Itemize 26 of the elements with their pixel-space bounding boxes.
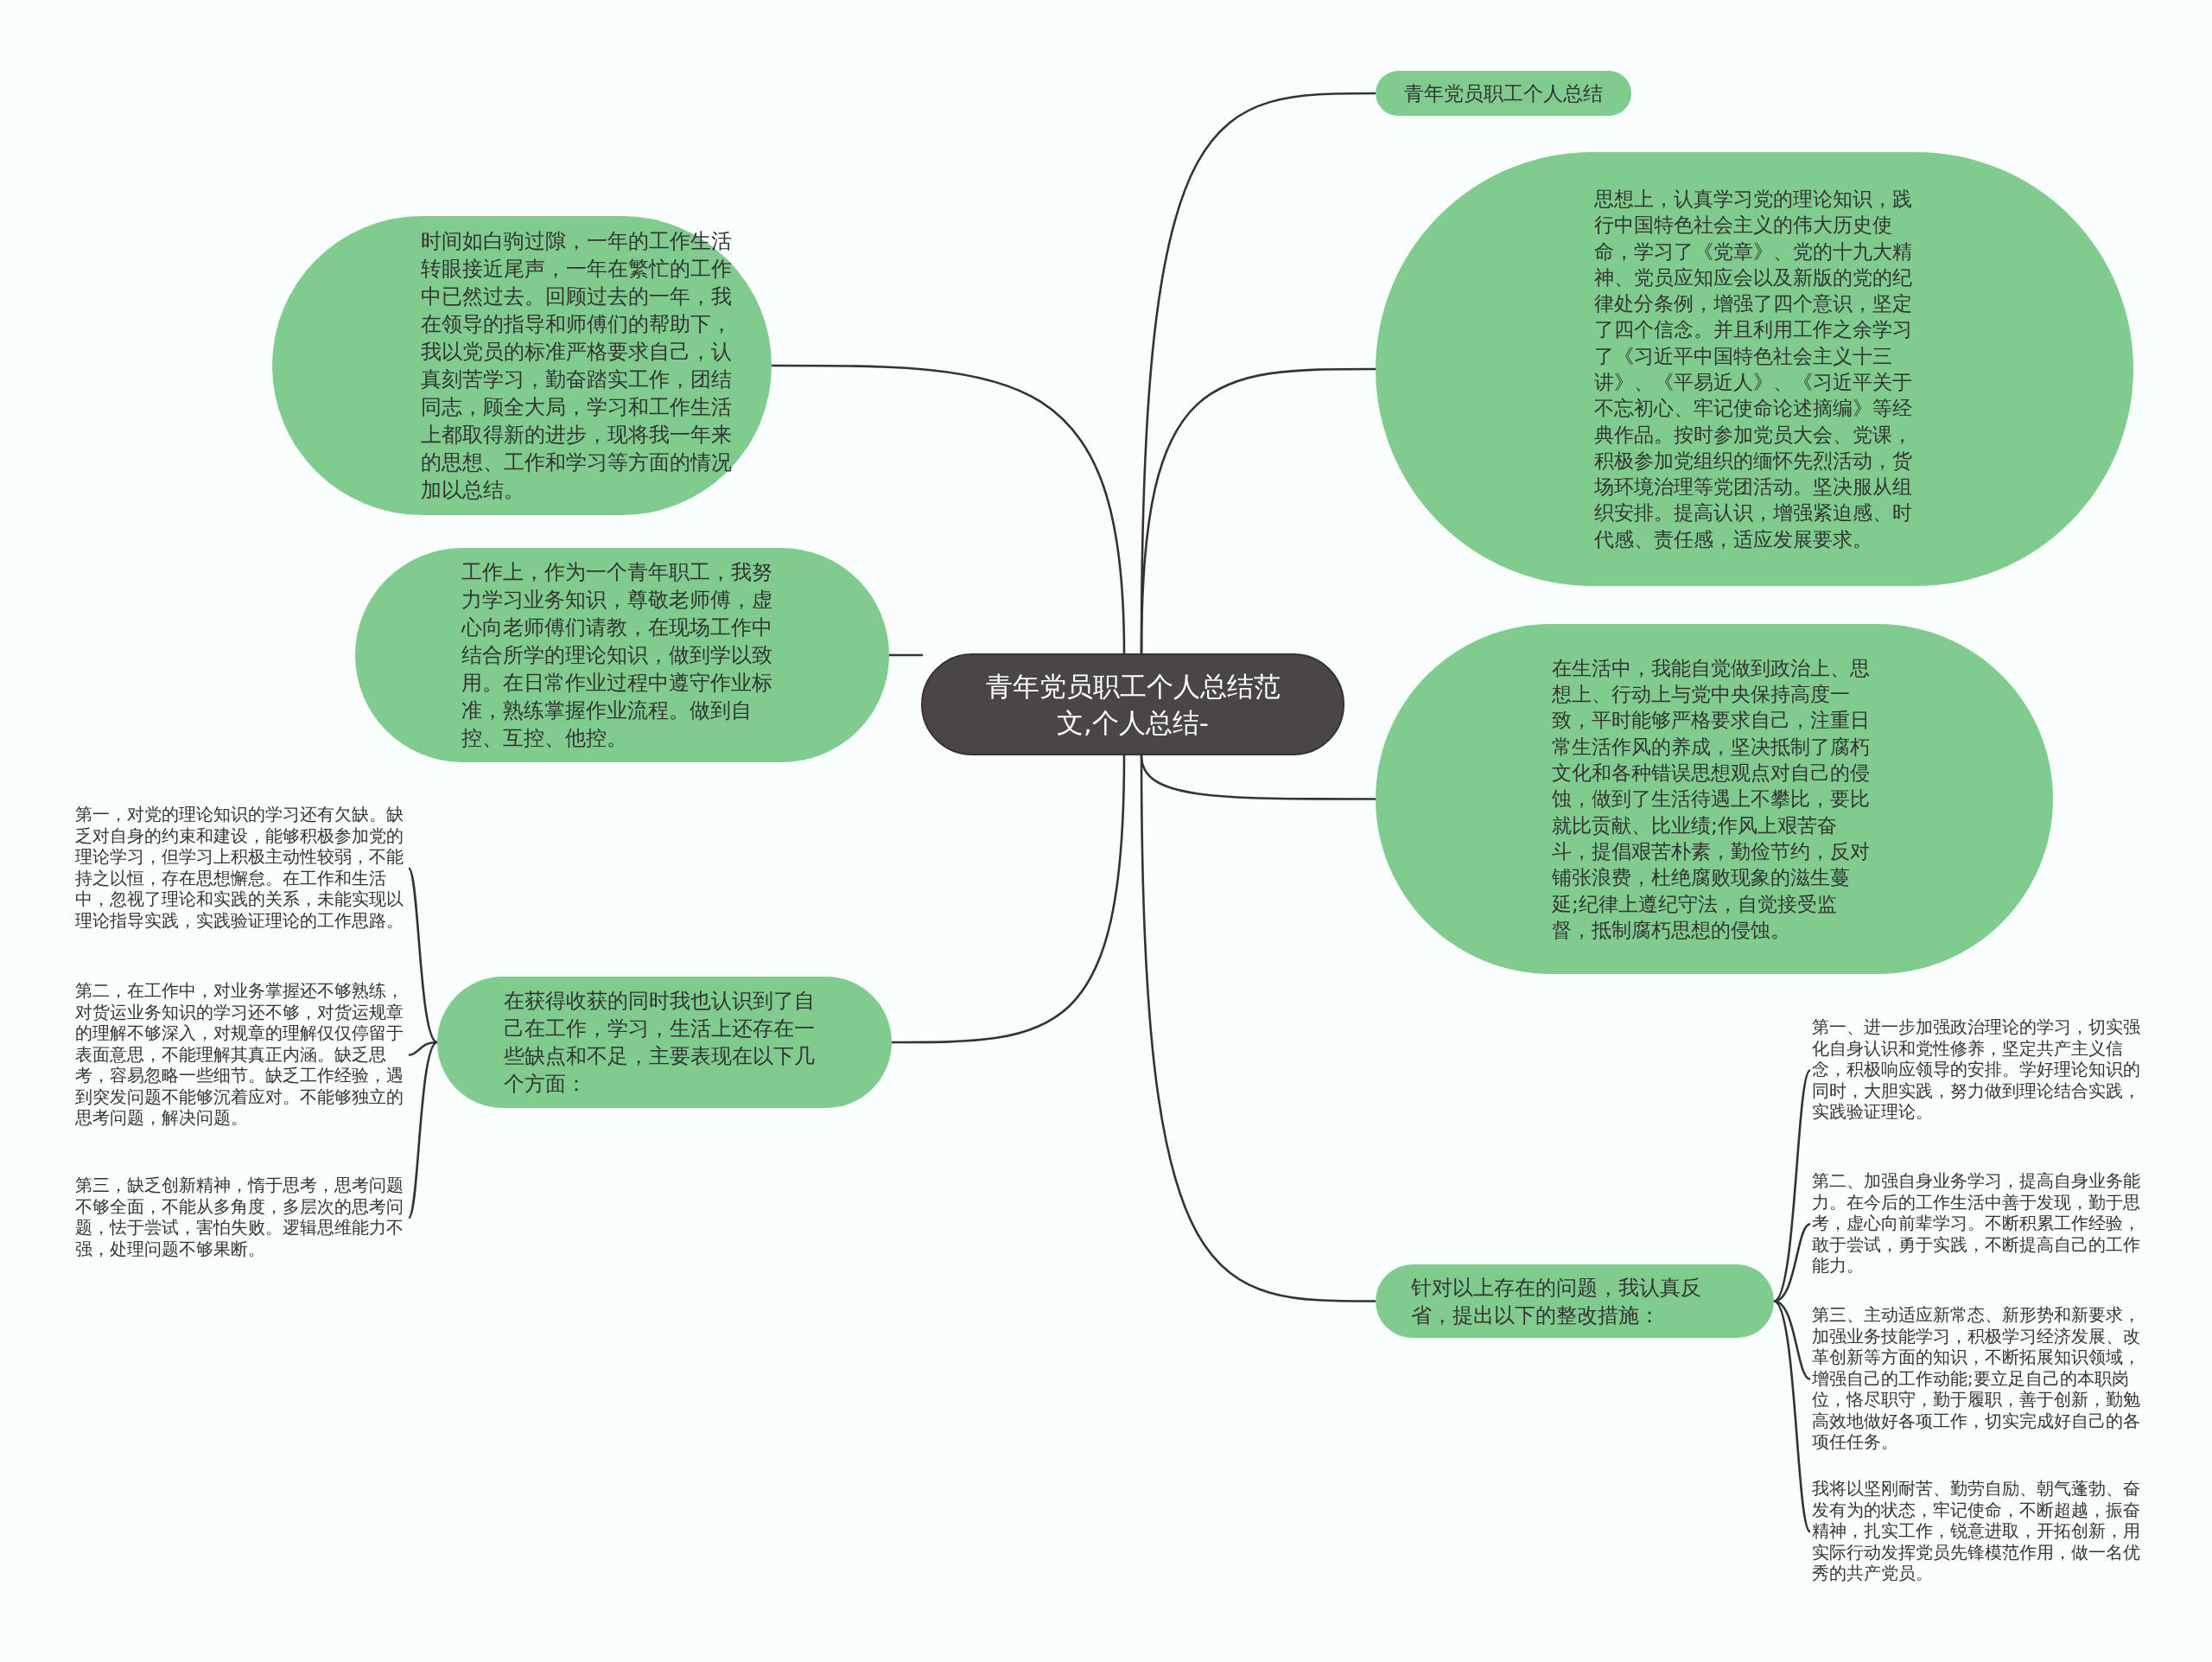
note-text: 第二、加强自身业务学习，提高自身业务能力。在今后的工作生活中善于发现，勤于思考，虚心向前辈学习。不断积累工作经验，敢于尝试，勇于实践，不断提高自己的工作能力。 (1812, 1171, 2144, 1277)
note-text: 第三、主动适应新常态、新形势和新要求，加强业务技能学习，积极学习经济发展、改革创新等方面的知识，不断拓展知识领域，增强自己的工作动能;要立足自己的本职岗位，恪尽职守，勤于履职，善于创新，勤勉高效地做好各项工作，切实完成好自己的各项任任务。 (1812, 1305, 2144, 1454)
connector-line (1773, 1300, 1812, 1532)
bubble-text: 工作上，作为一个青年职工，我努力学习业务知识，尊敬老师傅，虚心向老师傅们请教，在现场工作中结合所学的理论知识，做到学以致用。在日常作业过程中遵守作业标准，熟练掌握作业流程。做到自控、互控、他控。 (461, 559, 773, 752)
bubble-text: 青年党员职工个人总结 (1403, 81, 1604, 106)
connector-line (407, 867, 438, 1043)
connector-line (408, 1041, 438, 1057)
bubble-text: 青年党员职工个人总结范文,个人总结- (984, 670, 1281, 740)
bubble-text: 针对以上存在的问题，我认真反省，提出以下的整改措施： (1411, 1274, 1702, 1329)
connector-line (1140, 367, 1376, 654)
note-text: 第一，对党的理论知识的学习还有欠缺。缺乏对自身的约束和建设，能够积极参加党的理论学习，但学习上积极主动性较弱，不能持之以恒，存在思想懈怠。在工作和生活中，忽视了理论和实践的关系，未能实现以理论指导实践，实践验证理论的工作思路。 (75, 805, 407, 932)
note-text: 第三，缺乏创新精神，惰于思考，思考问题不够全面，不能从多角度，多层次的思考问题，怯于尝试，害怕失败。逻辑思维能力不强，处理问题不够果断。 (75, 1175, 407, 1260)
connector-line (1140, 755, 1376, 1302)
note-text: 我将以坚刚耐苦、勤劳自励、朝气蓬勃、奋发有为的状态，牢记使命，不断超越，振奋精神，扎实工作，锐意进取，开拓创新，用实际行动发挥党员先锋模范作用，做一名优秀的共产党员。 (1812, 1479, 2144, 1585)
bubble-text: 在获得收获的同时我也认识到了自己在工作，学习，生活上还存在一些缺点和不足，主要表现在以下几个方面： (504, 988, 816, 1098)
connector-line (889, 653, 923, 657)
bubble-text: 思想上，认真学习党的理论知识，践行中国特色社会主义的伟大历史使命，学习了《党章》、党的十九大精神、党员应知应会以及新版的党的纪律处分条例，增强了四个意识，坚定了四个信念。并且利用工作之余学习了《习近平中国特色社会主义十三讲》、《平易近人》、《习近平关于不忘初心、牢记使命论述摘编》等经典作品。按时参加党员大会、党课，积极参加党组织的缅怀先烈活动，货场环境治理等党团活动。坚决服从组织安排。提高认识，增强紧迫感、时代感、责任感，适应发展要求。 (1594, 186, 1913, 552)
connector-line (407, 1041, 438, 1219)
connector-line (772, 364, 1126, 654)
bubble-text: 时间如白驹过隙，一年的工作生活转眼接近尾声，一年在繁忙的工作中已然过去。回顾过去的一年，我在领导的指导和师傅们的帮助下，我以党员的标准严格要求自己，认真刻苦学习，勤奋踏实工作，团结同志，顾全大局，学习和工作生活上都取得新的进步，现将我一年来的思想、工作和学习等方面的情况加以总结。 (421, 228, 733, 504)
connector-line (892, 755, 1126, 1044)
note-text: 第二，在工作中，对业务掌握还不够熟练，对货运业务知识的学习还不够，对货运规章的理解不够深入，对规章的理解仅仅停留于表面意思，不能理解其真正内涵。缺乏思考，容易忽略一些细节。缺乏工作经验，遇到突发问题不能够沉着应对。不能够独立的思考问题，解决问题。 (75, 981, 407, 1130)
note-text: 第一、进一步加强政治理论的学习，切实强化自身认识和党性修养，坚定共产主义信念，积极响应领导的安排。学好理论知识的同时，大胆实践，努力做到理论结合实践，实践验证理论。 (1812, 1017, 2144, 1124)
connector-line (1773, 1069, 1812, 1302)
topic-bubble (1376, 71, 1631, 116)
bubble-text: 在生活中，我能自觉做到政治上、思想上、行动上与党中央保持高度一致，平时能够严格要求自己，注重日常生活作风的养成，坚决抵制了腐朽文化和各种错误思想观点对自己的侵蚀，做到了生活待遇上不攀比，要比就比贡献、比业绩;作风上艰苦奋斗，提倡艰苦朴素，勤俭节约，反对铺张浪费，杜绝腐败现象的滋生蔓延;纪律上遵纪守法，自觉接受监督，抵制腐朽思想的侵蚀。 (1552, 655, 1871, 943)
